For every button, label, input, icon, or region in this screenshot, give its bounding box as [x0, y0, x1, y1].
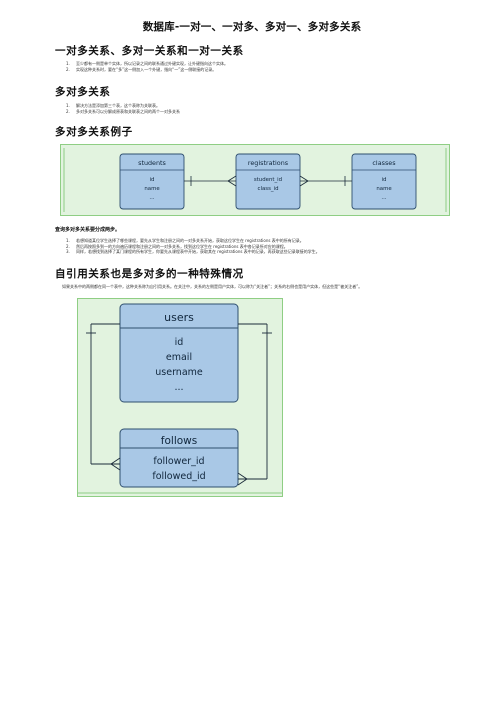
entity-users: users id email username ... — [119, 303, 239, 403]
section-heading-self-referential: 自引用关系也是多对多的一种特殊情况 — [55, 268, 244, 280]
entity-field: email — [166, 352, 192, 363]
entity-field: ... — [381, 195, 386, 201]
entity-follows: follows follower_id followed_id — [119, 428, 239, 488]
entity-field: name — [144, 186, 160, 192]
page-title: 数据库-一对一、一对多、多对一、多对多关系 — [142, 21, 362, 33]
relation-follower — [86, 323, 121, 471]
section3-list: 1.若想知道某位学生选择了哪些课程，要先从学生和注册之间的一对多关系开始，获取这… — [66, 238, 320, 255]
relation-students-registrations — [184, 175, 237, 187]
entity-field: follower_id — [153, 456, 204, 467]
list-item: 1.解决方法是添加第三个表，这个表称为关联表。 — [66, 103, 160, 108]
entity-title: classes — [372, 159, 396, 167]
list-item: 2.实现这种关系时，要在“多”这一侧加入一个外键，指向“一”这一侧联接的记录。 — [66, 66, 217, 72]
entity-students: students id name ... — [119, 153, 185, 210]
entity-title: users — [164, 311, 194, 324]
entity-classes: classes id name ... — [351, 153, 417, 210]
entity-registrations: registrations student_id class_id — [235, 153, 301, 210]
section2-list: 1.解决方法是添加第三个表，这个表称为关联表。 2.多对多关系可以分解成原表和关… — [66, 103, 180, 114]
entity-field: name — [376, 186, 392, 192]
entity-title: follows — [161, 435, 197, 447]
self-referential-paragraph: 如果关系中的两侧都在同一个表中，这种关系称为自引用关系。在关注中，关系的左侧是用… — [62, 284, 363, 289]
entity-field: class_id — [258, 186, 279, 192]
list-item: 3.同样，若想找到选择了某门课程的所有学生，你要先从课程表中开始，获取其在 re… — [66, 249, 320, 255]
entity-field: student_id — [254, 177, 282, 183]
query-steps-heading: 查询多对多关系要分成两步。 — [55, 227, 121, 233]
entity-field: id — [382, 177, 387, 183]
entity-field: id — [150, 177, 155, 183]
self-referential-diagram: users id email username ... follows foll… — [77, 298, 283, 497]
entity-title: registrations — [248, 159, 289, 167]
relation-classes-registrations — [299, 175, 352, 187]
entity-field: username — [155, 367, 203, 378]
entity-field: ... — [174, 382, 183, 393]
entity-field: followed_id — [152, 471, 205, 482]
many-to-many-diagram: students id name ... registrations stude… — [60, 144, 450, 216]
list-item: 1.若想知道某位学生选择了哪些课程，要先从学生和注册之间的一对多关系开始，获取这… — [66, 238, 304, 243]
list-item: 1.至少都有一侧是单个实体，所以记录之间的联系通过外键实现，让外键指向这个实体。 — [66, 61, 228, 66]
list-item: 2.多对多关系可以分解成原表和关联表之间的两个一对多关系 — [66, 108, 180, 114]
section1-list: 1.至少都有一侧是单个实体，所以记录之间的联系通过外键实现，让外键指向这个实体。… — [66, 61, 228, 72]
section-heading-one-to-many: 一对多关系、多对一关系和一对一关系 — [55, 45, 244, 57]
section-heading-many-to-many: 多对多关系 — [55, 86, 111, 98]
list-item: 2.然后再按照多到一的方向遍历课程和注册之间的一对多关系，找到这位学生在 reg… — [66, 243, 288, 249]
entity-field: id — [175, 337, 184, 348]
entity-title: students — [138, 159, 166, 167]
relation-followed — [237, 323, 272, 486]
entity-field: ... — [149, 195, 154, 201]
section-heading-many-to-many-example: 多对多关系例子 — [55, 126, 133, 138]
